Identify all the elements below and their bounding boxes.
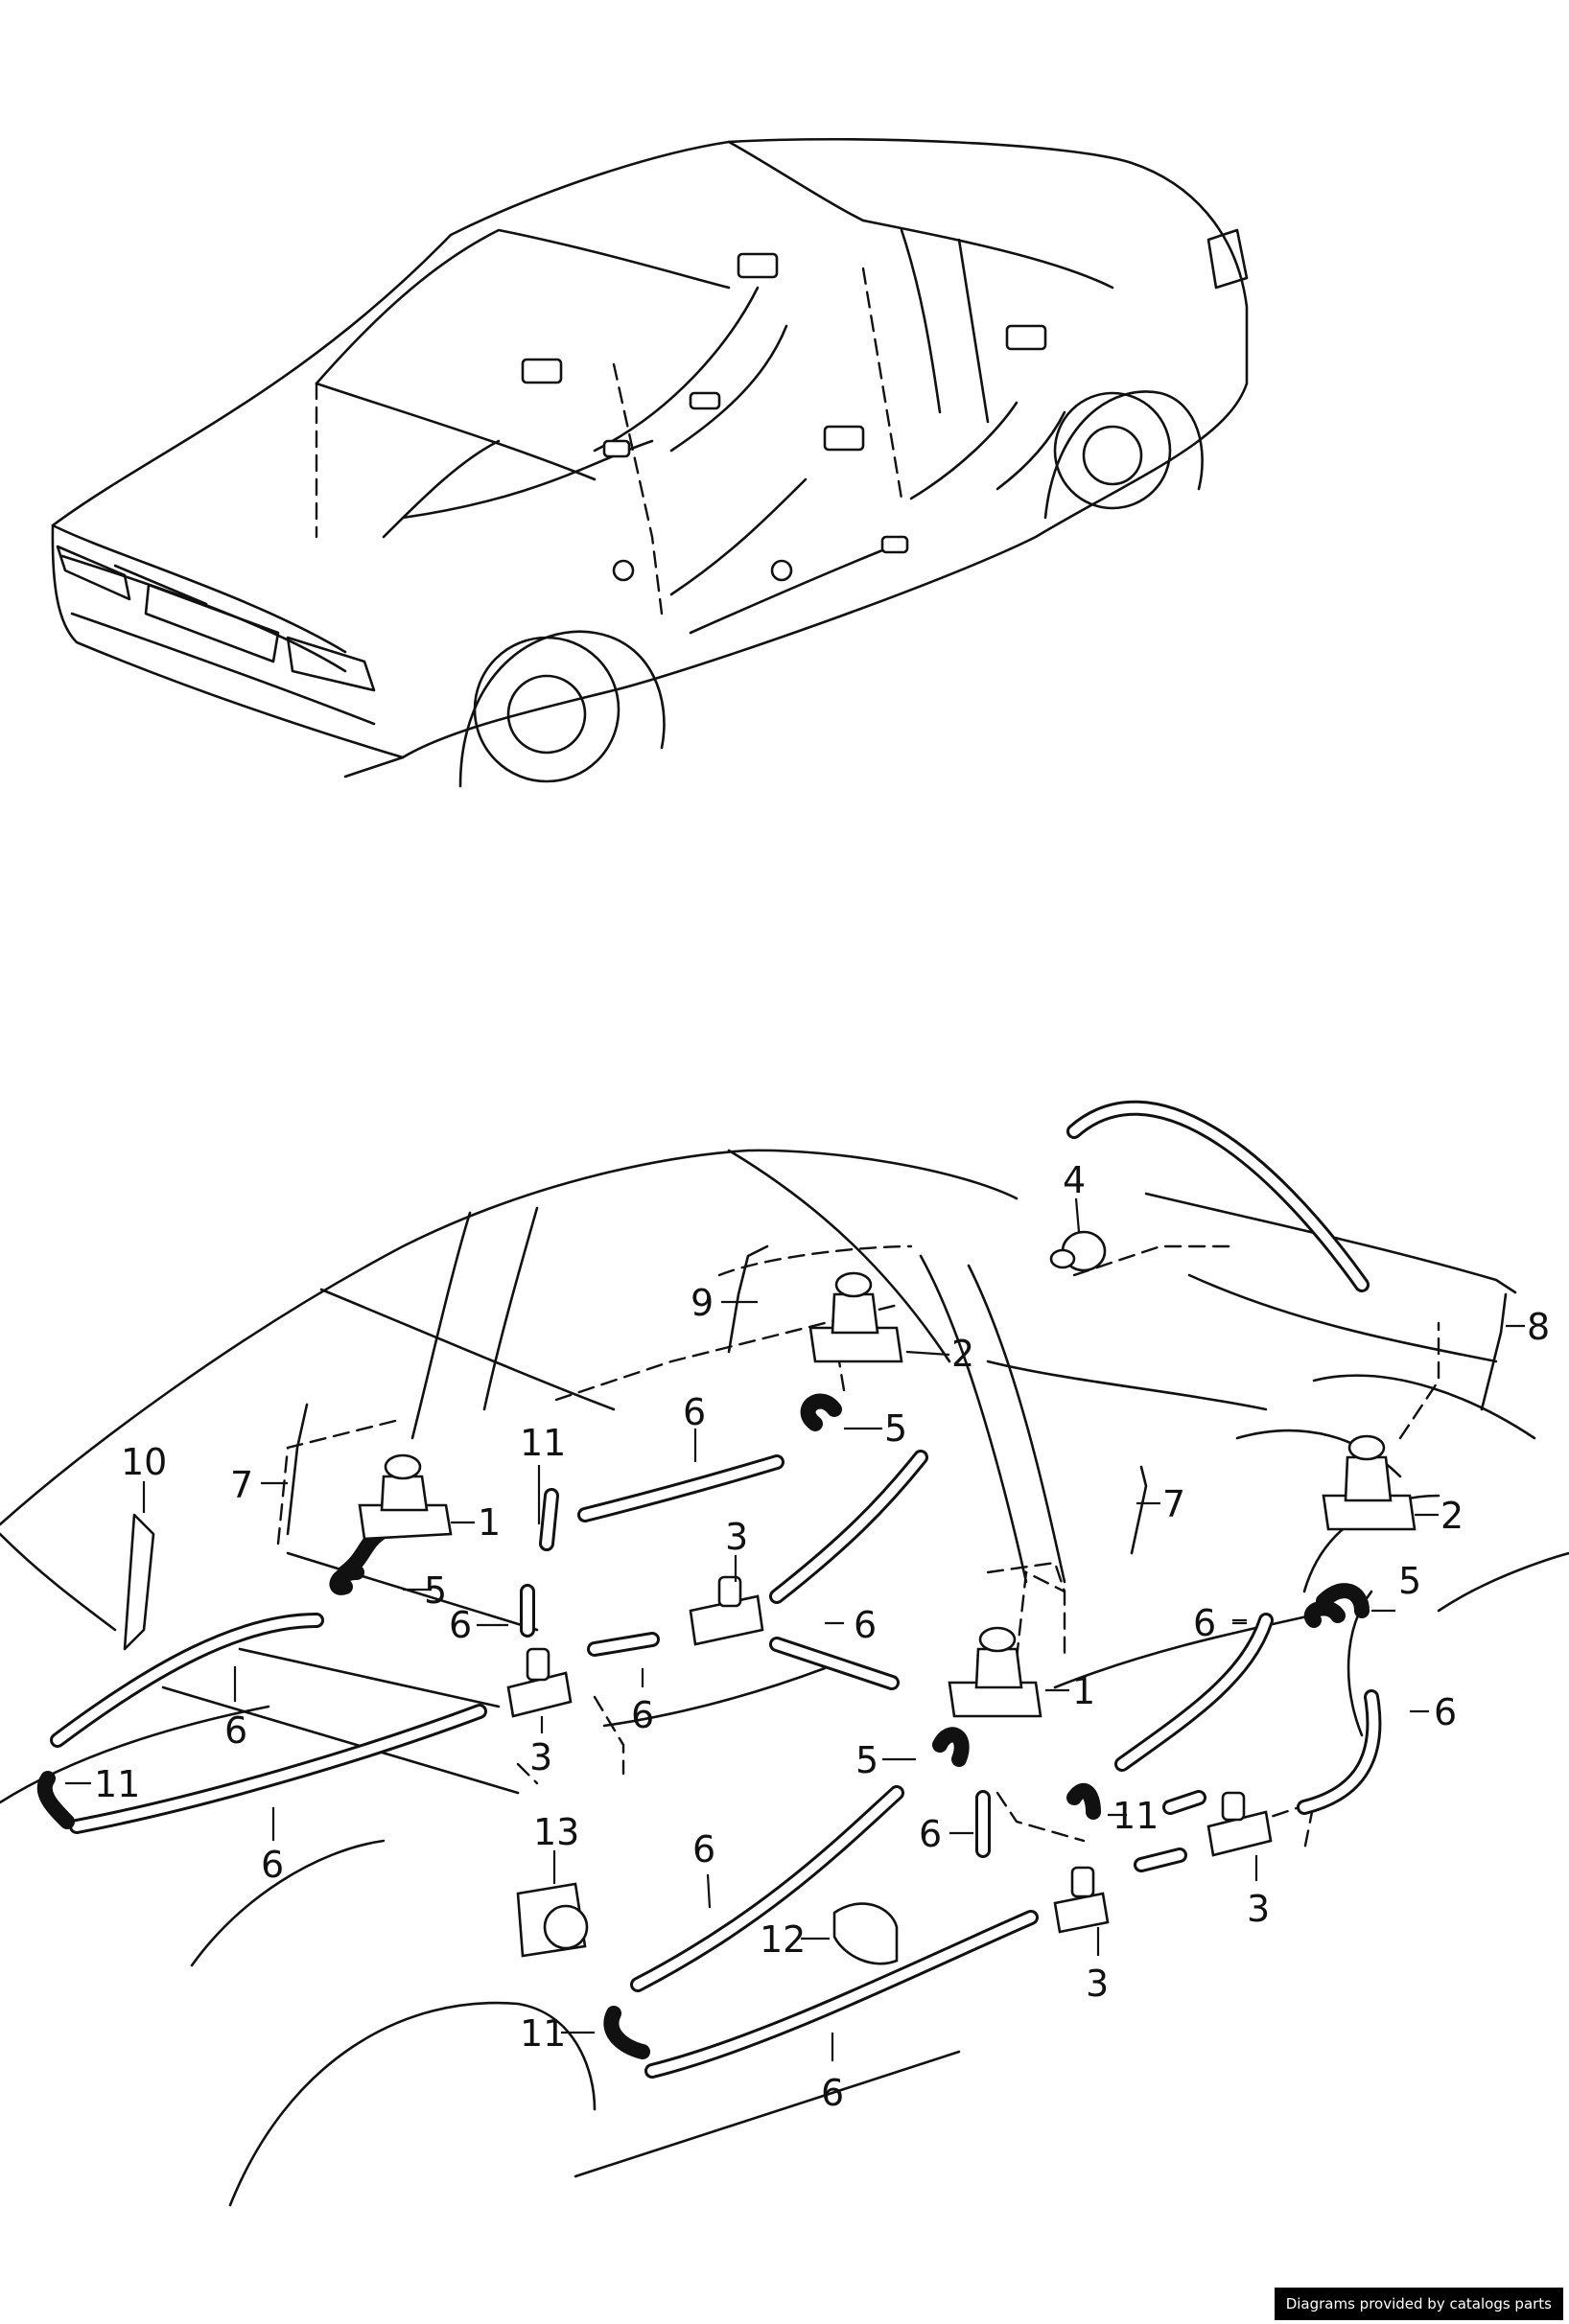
detail-car-outline — [0, 1149, 1569, 2207]
callout-4: 4 — [1063, 1159, 1086, 1201]
callout-5: 5 — [855, 1739, 878, 1781]
callout-5: 5 — [884, 1407, 907, 1450]
credit-badge: Diagrams provided by catalogs parts — [1274, 2288, 1563, 2320]
callout-6: 6 — [1434, 1691, 1457, 1733]
callout-6: 6 — [449, 1604, 472, 1646]
callout-10: 10 — [121, 1441, 167, 1483]
callout-3: 3 — [529, 1736, 552, 1778]
callout-6: 6 — [854, 1604, 877, 1646]
callout-5: 5 — [1398, 1560, 1421, 1602]
callout-11: 11 — [94, 1763, 140, 1805]
callout-1: 1 — [1072, 1670, 1095, 1712]
callout-6: 6 — [683, 1391, 706, 1433]
callout-5: 5 — [424, 1569, 447, 1612]
callout-3: 3 — [725, 1516, 748, 1558]
callout-11: 11 — [520, 2012, 566, 2055]
callout-3: 3 — [1247, 1888, 1270, 1930]
overview-car — [51, 137, 1249, 788]
callout-13: 13 — [533, 1811, 579, 1853]
callout-8: 8 — [1527, 1306, 1550, 1348]
callout-6: 6 — [224, 1709, 247, 1752]
callout-11: 11 — [1112, 1795, 1159, 1837]
callout-12: 12 — [760, 1918, 806, 1961]
callout-9: 9 — [691, 1282, 714, 1324]
callout-6: 6 — [631, 1694, 654, 1736]
callout-7: 7 — [1162, 1483, 1185, 1525]
fittings — [329, 1230, 1417, 1965]
callout-6: 6 — [261, 1844, 284, 1886]
callout-6: 6 — [821, 2072, 844, 2114]
hoses — [36, 1100, 1382, 2079]
callout-6: 6 — [1193, 1602, 1216, 1644]
callout-2: 2 — [1440, 1495, 1464, 1537]
callout-6: 6 — [692, 1828, 715, 1871]
callout-2: 2 — [951, 1333, 974, 1375]
callout-11: 11 — [520, 1422, 566, 1464]
callout-7: 7 — [230, 1464, 253, 1506]
callout-3: 3 — [1086, 1963, 1109, 2005]
callout-1: 1 — [478, 1501, 501, 1544]
callouts: 4 9 2 8 6 5 11 10 7 1 3 6 7 2 5 6 6 — [65, 1159, 1550, 2114]
callout-6: 6 — [919, 1813, 942, 1855]
